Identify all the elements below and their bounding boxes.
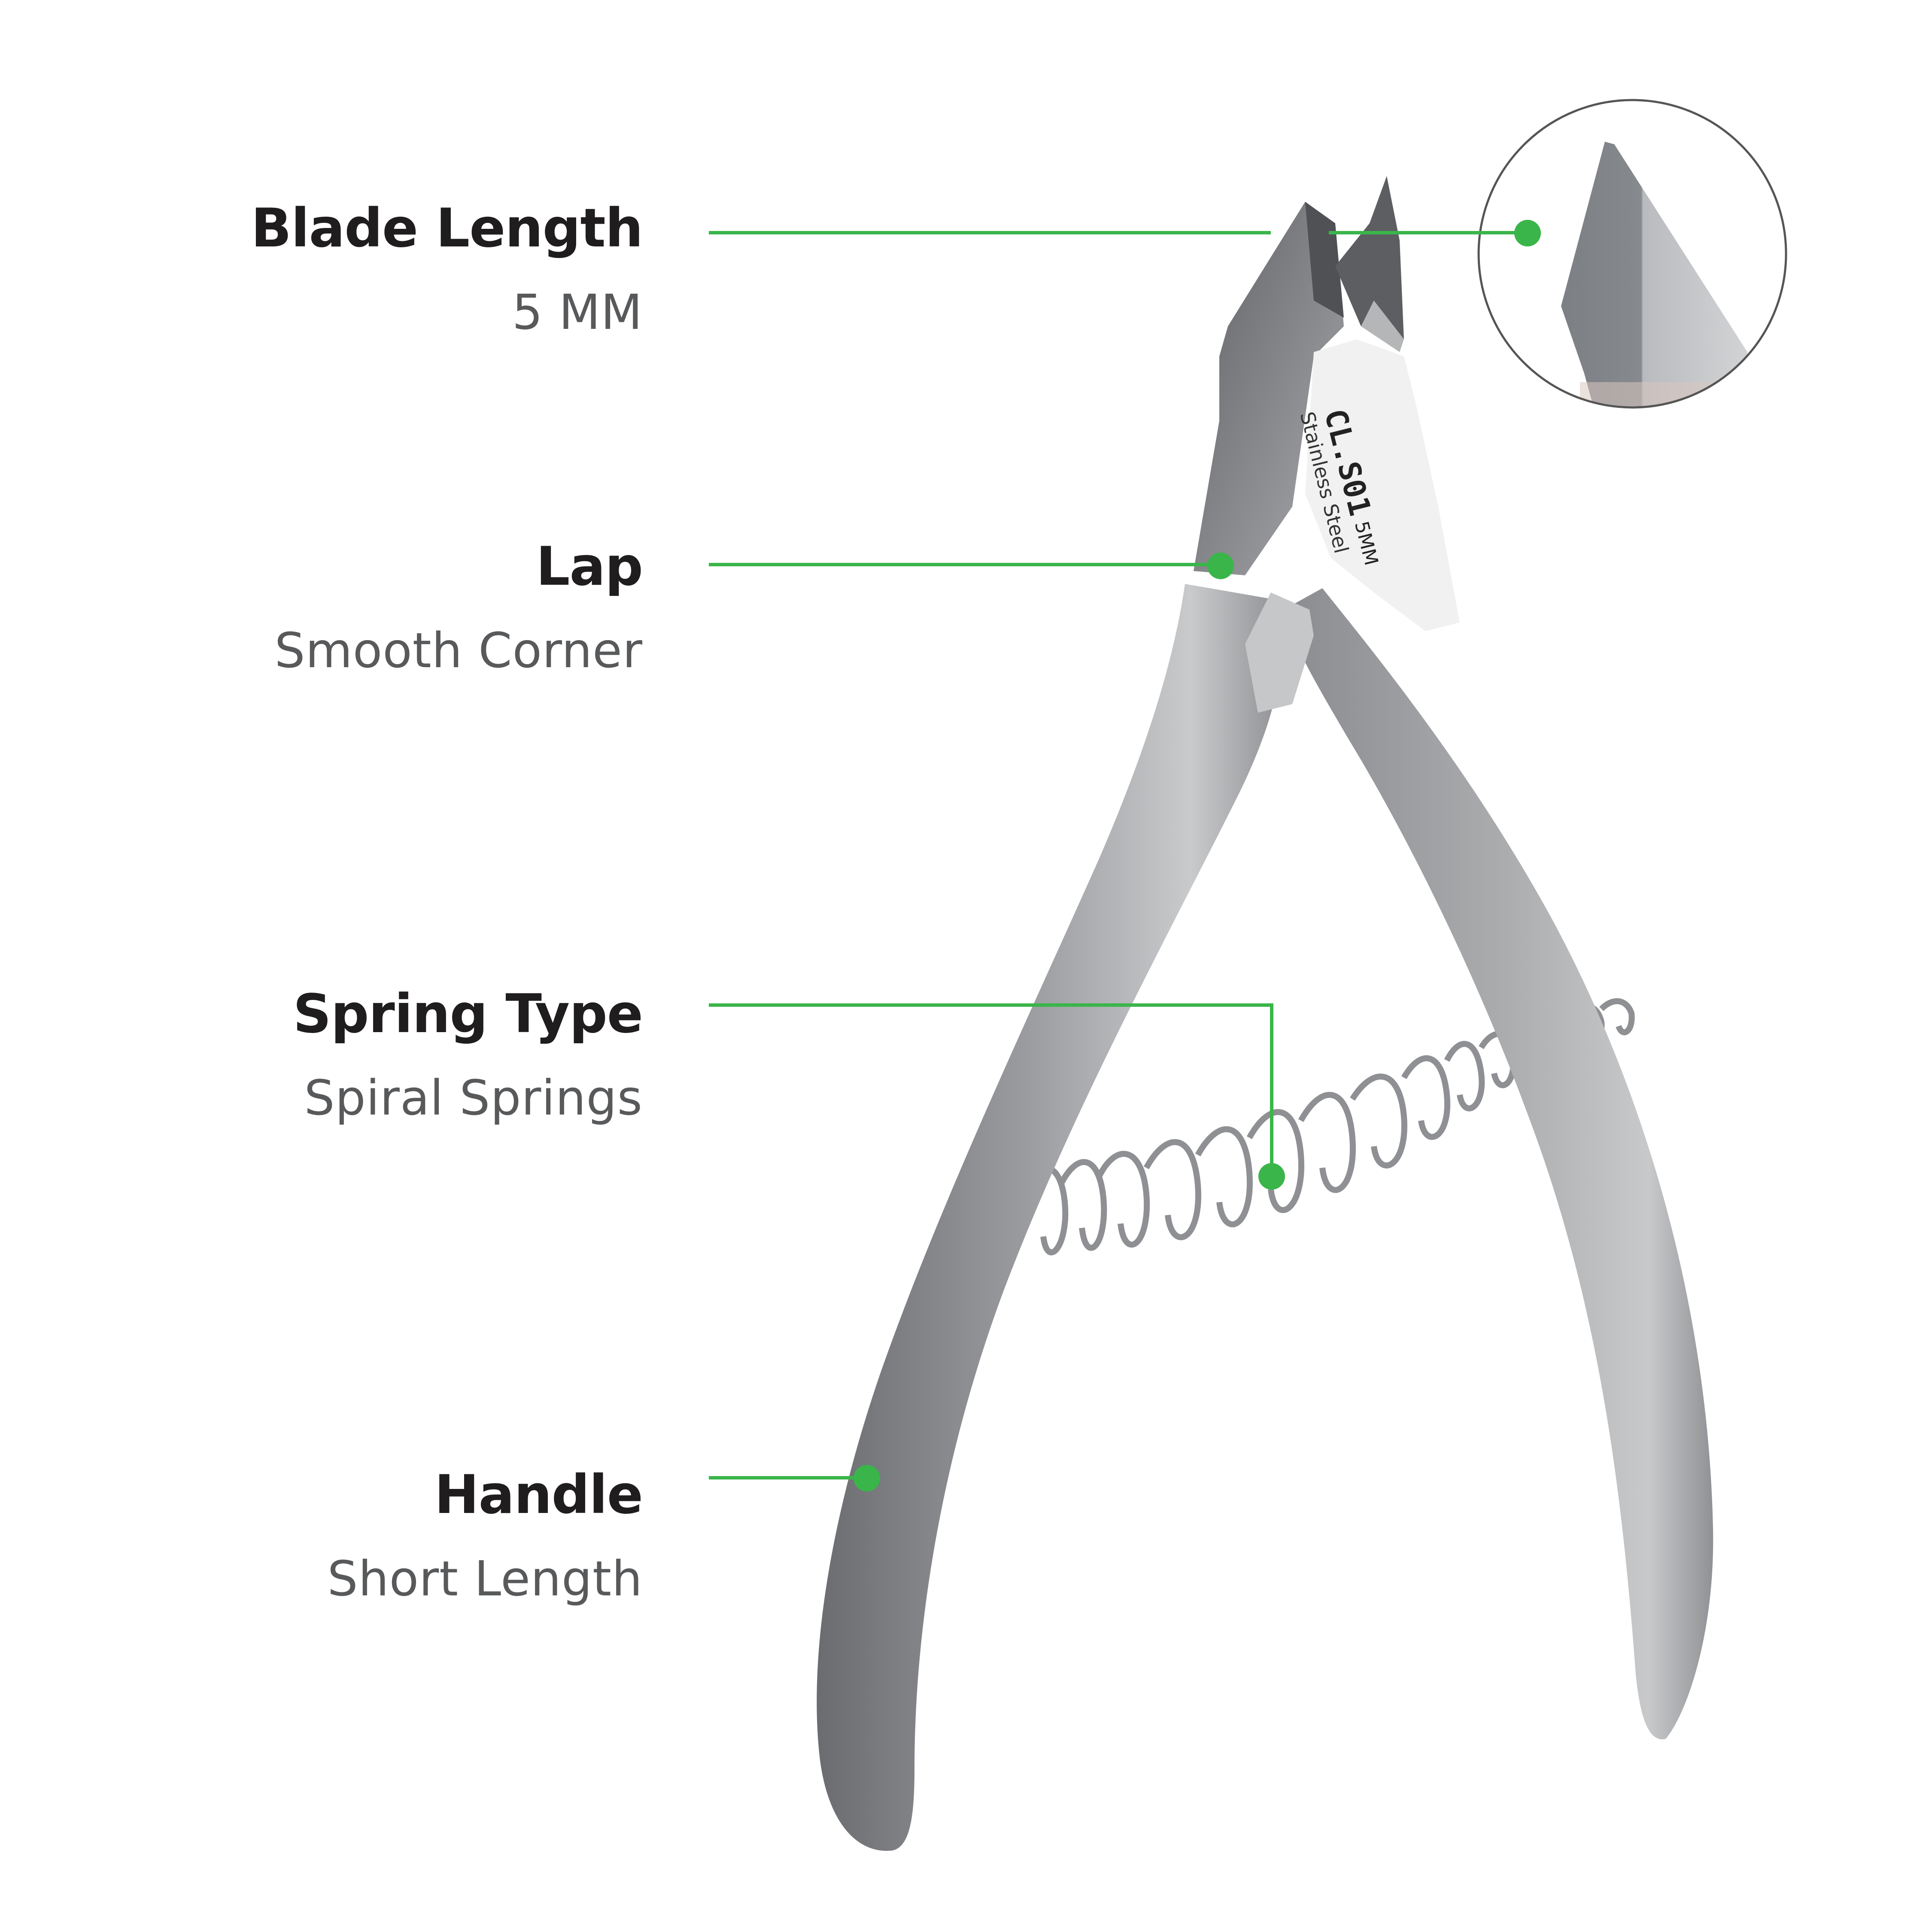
callout-subtitle: 5 MM xyxy=(512,285,643,340)
callout-handle: Handle Short Length xyxy=(328,1468,643,1603)
blade-tip-closeup xyxy=(1561,142,1752,407)
callout-subtitle: Spiral Springs xyxy=(304,1070,643,1126)
blade-closeup-inset xyxy=(1477,99,1787,409)
callout-dots xyxy=(854,220,1541,1492)
plier-head xyxy=(1194,176,1460,713)
callout-subtitle: Short Length xyxy=(327,1551,643,1607)
dot-spring-type xyxy=(1258,1163,1285,1190)
dot-lap xyxy=(1207,553,1234,579)
left-handle xyxy=(817,584,1285,1851)
callout-title: Spring Type xyxy=(293,983,643,1045)
callout-blade-length: Blade Length 5 MM xyxy=(251,202,643,337)
callout-title: Handle xyxy=(434,1464,643,1526)
dot-blade-length xyxy=(1514,220,1541,246)
right-handle xyxy=(1284,588,1713,1740)
dot-handle xyxy=(854,1465,880,1492)
callout-subtitle: Smooth Corner xyxy=(274,623,643,679)
callout-connectors xyxy=(709,231,1528,1479)
callout-lap: Lap Smooth Corner xyxy=(275,540,643,675)
callout-title: Blade Length xyxy=(251,197,643,259)
callout-spring-type: Spring Type Spiral Springs xyxy=(293,987,643,1122)
callout-title: Lap xyxy=(536,536,643,598)
connector-spring-type xyxy=(709,1003,1273,1175)
